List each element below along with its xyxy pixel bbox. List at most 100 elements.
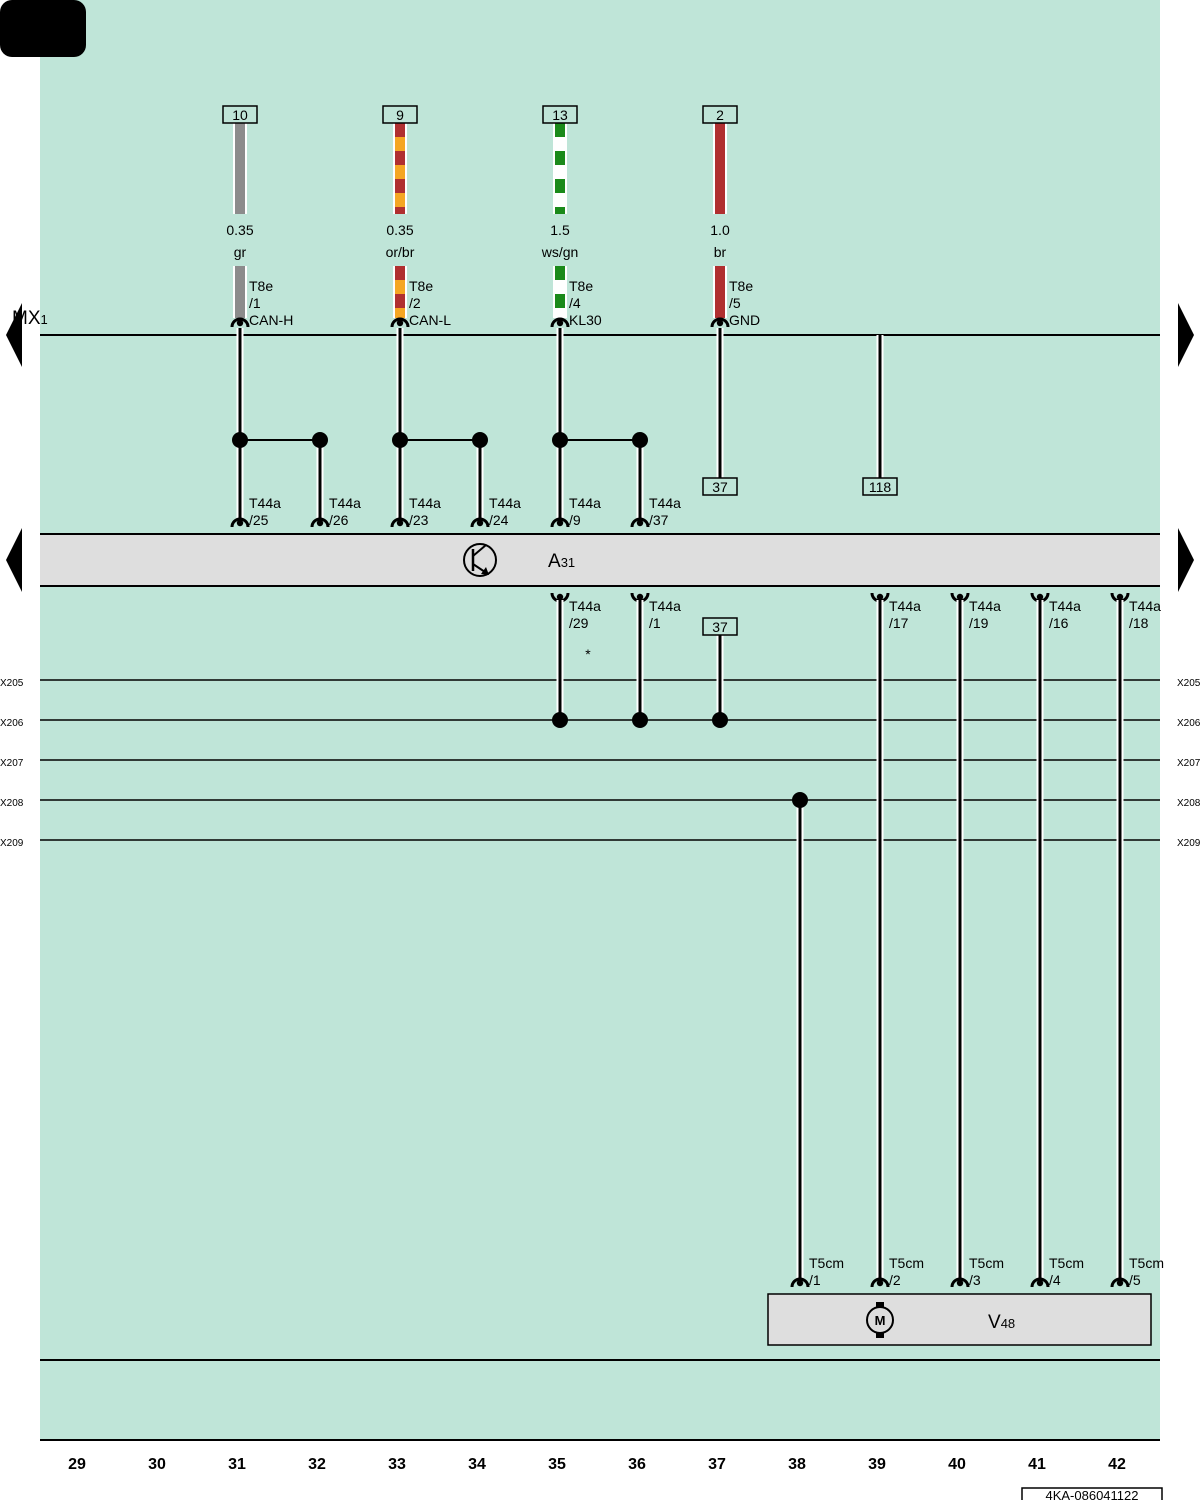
document-code-box xyxy=(1021,1487,1163,1500)
top-ref-10-box xyxy=(222,105,258,124)
wire-upper-33-stripe xyxy=(395,151,405,165)
wire-upper-33-stripe xyxy=(395,123,405,137)
splice-dot-36 xyxy=(632,432,648,448)
mx-pin-37-dot xyxy=(716,319,724,327)
mx-pinno-33: /2 xyxy=(409,295,421,311)
a31-top-conn-32: T44a xyxy=(329,495,361,511)
mx-pinno-35: /4 xyxy=(569,295,581,311)
mid-ref-118-box xyxy=(862,477,898,496)
a31-bot-pinno-36: /1 xyxy=(649,615,661,631)
wire-upper-33-base xyxy=(395,123,405,214)
v48-label: V48 xyxy=(988,1312,1015,1333)
top-ref-2-box xyxy=(702,105,738,124)
a31-top-pin-35-dot xyxy=(556,519,564,527)
x206-dot-35 xyxy=(552,712,568,728)
a31-bot-pinno-39: /17 xyxy=(889,615,909,631)
mx-connector-33: T8e xyxy=(409,278,433,294)
a31-top-conn-36: T44a xyxy=(649,495,681,511)
mid-ref-37-text: 37 xyxy=(712,479,728,495)
a31-top-pin-34-dot xyxy=(476,519,484,527)
a31-bot-conn-35: T44a xyxy=(569,598,601,614)
a31-top-conn-31: T44a xyxy=(249,495,281,511)
bus-label-left-x209: X209 xyxy=(0,838,24,849)
a31-top-pinno-33: /23 xyxy=(409,512,429,528)
mx-pin-35-arc xyxy=(550,317,570,328)
bus-label-left-x207: X207 xyxy=(0,758,24,769)
a31-bottom-pin-36-dot xyxy=(636,593,644,601)
mx-connector-35: T8e xyxy=(569,278,593,294)
wire-upper-33-stripe xyxy=(395,207,405,214)
v48-pinno-39: /2 xyxy=(889,1272,901,1288)
v48-pin-40-dot xyxy=(956,1279,964,1287)
mx-pin-31-arc xyxy=(230,317,250,328)
top-ref-2-text: 2 xyxy=(716,107,724,123)
a31-top-pin-33-dot xyxy=(396,519,404,527)
wire-lower-33-base xyxy=(395,266,405,318)
wire-lower-35-stripe xyxy=(555,294,565,308)
v48-pinno-42: /5 xyxy=(1129,1272,1141,1288)
x206-dot-36 xyxy=(632,712,648,728)
wire-lower-35-base xyxy=(555,266,565,318)
column-number-31: 31 xyxy=(228,1456,246,1473)
mx-signal-31: CAN-H xyxy=(249,312,293,328)
mx-connector-31: T8e xyxy=(249,278,273,294)
wire-size-31: 0.35 xyxy=(226,222,253,238)
transistor-collector xyxy=(472,544,487,557)
lower-ref-37-box xyxy=(702,617,738,636)
column-number-29: 29 xyxy=(68,1456,86,1473)
a31-top-pin-36-arc xyxy=(630,517,650,528)
corner-tab xyxy=(0,0,86,57)
wire-lower-33-stripe xyxy=(395,266,405,280)
bus-label-left-x208: X208 xyxy=(0,798,24,809)
a31-top-pin-31-dot xyxy=(236,519,244,527)
bus-label-right-x205: X205 xyxy=(1177,678,1200,689)
a31-top-conn-34: T44a xyxy=(489,495,521,511)
a31-label: A31 xyxy=(548,551,575,572)
v48-conn-41: T5cm xyxy=(1049,1255,1084,1271)
column-number-34: 34 xyxy=(468,1456,486,1473)
column-number-37: 37 xyxy=(708,1456,726,1473)
v48-pin-41-dot xyxy=(1036,1279,1044,1287)
wire-color-33: or/br xyxy=(386,244,415,260)
wire-upper-35-stripe xyxy=(555,207,565,214)
splice-dot-34 xyxy=(472,432,488,448)
mx-connector-37: T8e xyxy=(729,278,753,294)
a31-top-pin-31-arc xyxy=(230,517,250,528)
wire-upper-35-base xyxy=(555,123,565,214)
wire-size-37: 1.0 xyxy=(710,222,730,238)
top-ref-10-text: 10 xyxy=(232,107,248,123)
mx-pin-33-arc xyxy=(390,317,410,328)
column-number-39: 39 xyxy=(868,1456,886,1473)
v48-conn-42: T5cm xyxy=(1129,1255,1164,1271)
component-layer xyxy=(40,105,1163,1500)
a31-bottom-pin-40-dot xyxy=(956,593,964,601)
motor-icon-bottom xyxy=(876,1333,884,1338)
mx-pinno-31: /1 xyxy=(249,295,261,311)
column-number-33: 33 xyxy=(388,1456,406,1473)
column-number-38: 38 xyxy=(788,1456,806,1473)
wire-upper-35-stripe xyxy=(555,151,565,165)
wire-upper-35-stripe xyxy=(555,123,565,137)
mx-pin-35-dot xyxy=(556,319,564,327)
v48-pinno-41: /4 xyxy=(1049,1272,1061,1288)
wire-color-31: gr xyxy=(234,244,247,260)
wire-size-35: 1.5 xyxy=(550,222,570,238)
x206-dot-37 xyxy=(712,712,728,728)
v48-pin-39-dot xyxy=(876,1279,884,1287)
top-ref-13-box xyxy=(542,105,578,124)
mid-ref-37-box xyxy=(702,477,738,496)
a31-top-pin-33-arc xyxy=(390,517,410,528)
a31-body xyxy=(40,534,1160,586)
wire-lower-35-stripe xyxy=(555,266,565,280)
v48-pin-40-arc xyxy=(950,1277,970,1288)
column-number-35: 35 xyxy=(548,1456,566,1473)
v48-pin-38-arc xyxy=(790,1277,810,1288)
v48-body xyxy=(767,1293,1152,1346)
v48-pin-38-dot xyxy=(796,1279,804,1287)
column-number-32: 32 xyxy=(308,1456,326,1473)
v48-conn-39: T5cm xyxy=(889,1255,924,1271)
mx-label: MX1 xyxy=(12,308,48,329)
v48-pin-39-arc xyxy=(870,1277,890,1288)
column-number-40: 40 xyxy=(948,1456,966,1473)
